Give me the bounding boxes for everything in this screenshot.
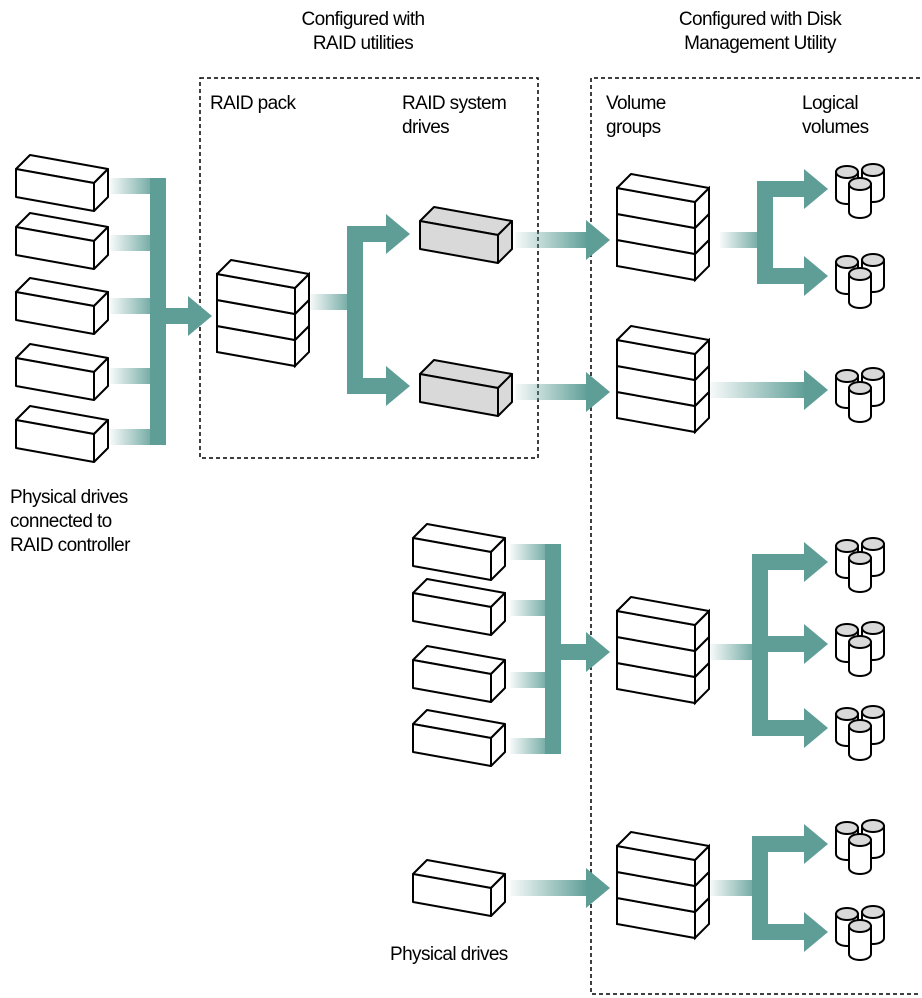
arrow-physical-to-raid-pack-head — [188, 296, 212, 336]
logical-volume-6 — [835, 705, 885, 761]
arrow-raid-pack-to-system-drives-branch — [355, 378, 388, 394]
arrow-physical-drives-to-volume-group-3-stub — [510, 672, 553, 688]
disk-management-boundary — [590, 77, 920, 995]
arrow-volume-group-3-to-logical-volumes-stub — [710, 644, 760, 660]
arrow-volume-group-3-to-logical-volumes-branch — [760, 720, 806, 736]
arrow-volume-group-2-to-logical-volume-head — [804, 370, 828, 410]
arrow-volume-group-3-to-logical-volumes-branch — [760, 554, 806, 570]
volume-groups-label: Volume groups — [606, 93, 666, 138]
logical-volumes-label: Logical volumes — [802, 93, 869, 138]
arrow-physical-to-raid-pack-stub — [110, 178, 158, 194]
physical-drive-5 — [15, 405, 109, 463]
arrow-raid-pack-to-system-drives-stub — [310, 294, 355, 310]
disk-management-header: Configured with Disk Management Utility — [678, 9, 842, 54]
arrow-physical-drives-to-volume-group-3-head — [586, 632, 610, 672]
volume-group-1 — [616, 173, 710, 283]
logical-volume-7 — [835, 819, 885, 875]
physical-drive-4 — [15, 343, 109, 401]
physical-drive-1 — [15, 154, 109, 212]
arrow-system-drive-1-to-volume-group-stub — [515, 232, 588, 248]
logical-volume-8 — [835, 905, 885, 961]
arrow-volume-group-4-to-logical-volumes-head — [804, 824, 828, 864]
arrow-physical-drive-to-volume-group-4-head — [586, 868, 610, 908]
raid-system-drives-label: RAID system drives — [402, 93, 507, 138]
arrow-volume-group-3-to-logical-volumes-head — [804, 624, 828, 664]
raid-system-drive-2 — [419, 359, 513, 417]
arrow-volume-group-3-to-logical-volumes-head — [804, 708, 828, 748]
arrow-system-drive-2-to-volume-group-head — [586, 372, 610, 412]
arrow-physical-drives-to-volume-group-3-stub — [510, 600, 553, 616]
volume-group-2 — [616, 325, 710, 435]
arrow-volume-group-1-to-logical-volumes-head — [804, 256, 828, 296]
volume-group-3 — [616, 596, 710, 706]
physical-drives-raid-controller-label: Physical drives connected to RAID contro… — [10, 487, 130, 556]
arrow-physical-to-raid-pack-stub — [110, 368, 158, 384]
arrow-physical-drives-to-volume-group-3-stub — [510, 738, 553, 754]
arrow-system-drive-2-to-volume-group-stub — [515, 384, 588, 400]
arrow-volume-group-4-to-logical-volumes-stub — [710, 880, 760, 896]
arrow-volume-group-4-to-logical-volumes-branch — [760, 924, 806, 940]
arrow-physical-to-raid-pack-stub — [110, 298, 158, 314]
arrow-raid-pack-to-system-drives-branch — [355, 226, 388, 242]
unconfigured-physical-drive-3 — [412, 645, 506, 703]
arrow-physical-to-raid-pack-shaft — [158, 308, 190, 324]
arrow-volume-group-1-to-logical-volumes-branch — [765, 181, 806, 197]
logical-volume-5 — [835, 621, 885, 677]
physical-drive-2 — [15, 212, 109, 270]
arrow-volume-group-1-to-logical-volumes-head — [804, 169, 828, 209]
arrow-volume-group-2-to-logical-volume-stub — [710, 382, 806, 398]
arrow-volume-group-1-to-logical-volumes-trunk — [757, 181, 773, 284]
raid-system-drive-1 — [419, 206, 513, 264]
arrow-physical-drives-to-volume-group-3-stub — [510, 544, 553, 560]
physical-drives-label: Physical drives — [390, 944, 508, 965]
arrow-volume-group-1-to-logical-volumes-branch — [765, 268, 806, 284]
arrow-physical-to-raid-pack-stub — [110, 235, 158, 251]
arrow-volume-group-3-to-logical-volumes-head — [804, 542, 828, 582]
arrow-volume-group-3-to-logical-volumes-branch — [760, 636, 806, 652]
arrow-raid-pack-to-system-drives-trunk — [347, 226, 363, 394]
unconfigured-physical-drive-4 — [412, 709, 506, 767]
raid-utilities-boundary — [199, 77, 539, 459]
arrow-physical-drives-to-volume-group-3-shaft — [553, 644, 588, 660]
unconfigured-physical-drive-2 — [412, 578, 506, 636]
arrow-volume-group-1-to-logical-volumes-stub — [720, 232, 765, 248]
arrow-volume-group-4-to-logical-volumes-branch — [760, 836, 806, 852]
physical-drive-3 — [15, 277, 109, 335]
arrow-system-drive-1-to-volume-group-head — [586, 220, 610, 260]
arrow-volume-group-4-to-logical-volumes-trunk — [752, 836, 768, 940]
single-physical-drive — [412, 859, 506, 917]
arrow-physical-drive-to-volume-group-4-stub — [510, 880, 588, 896]
arrow-physical-to-raid-pack-stub — [110, 429, 158, 445]
logical-volume-1 — [835, 163, 885, 219]
arrow-raid-pack-to-system-drives-head — [386, 366, 410, 406]
logical-volume-2 — [835, 253, 885, 309]
volume-group-4 — [616, 831, 710, 941]
raid-pack-label: RAID pack — [210, 93, 296, 114]
arrow-volume-group-4-to-logical-volumes-head — [804, 912, 828, 952]
arrow-raid-pack-to-system-drives-head — [386, 214, 410, 254]
logical-volume-4 — [835, 537, 885, 593]
unconfigured-physical-drive-1 — [412, 523, 506, 581]
raid-utilities-header: Configured with RAID utilities — [301, 9, 425, 54]
raid-pack — [216, 259, 310, 369]
logical-volume-3 — [835, 367, 885, 423]
